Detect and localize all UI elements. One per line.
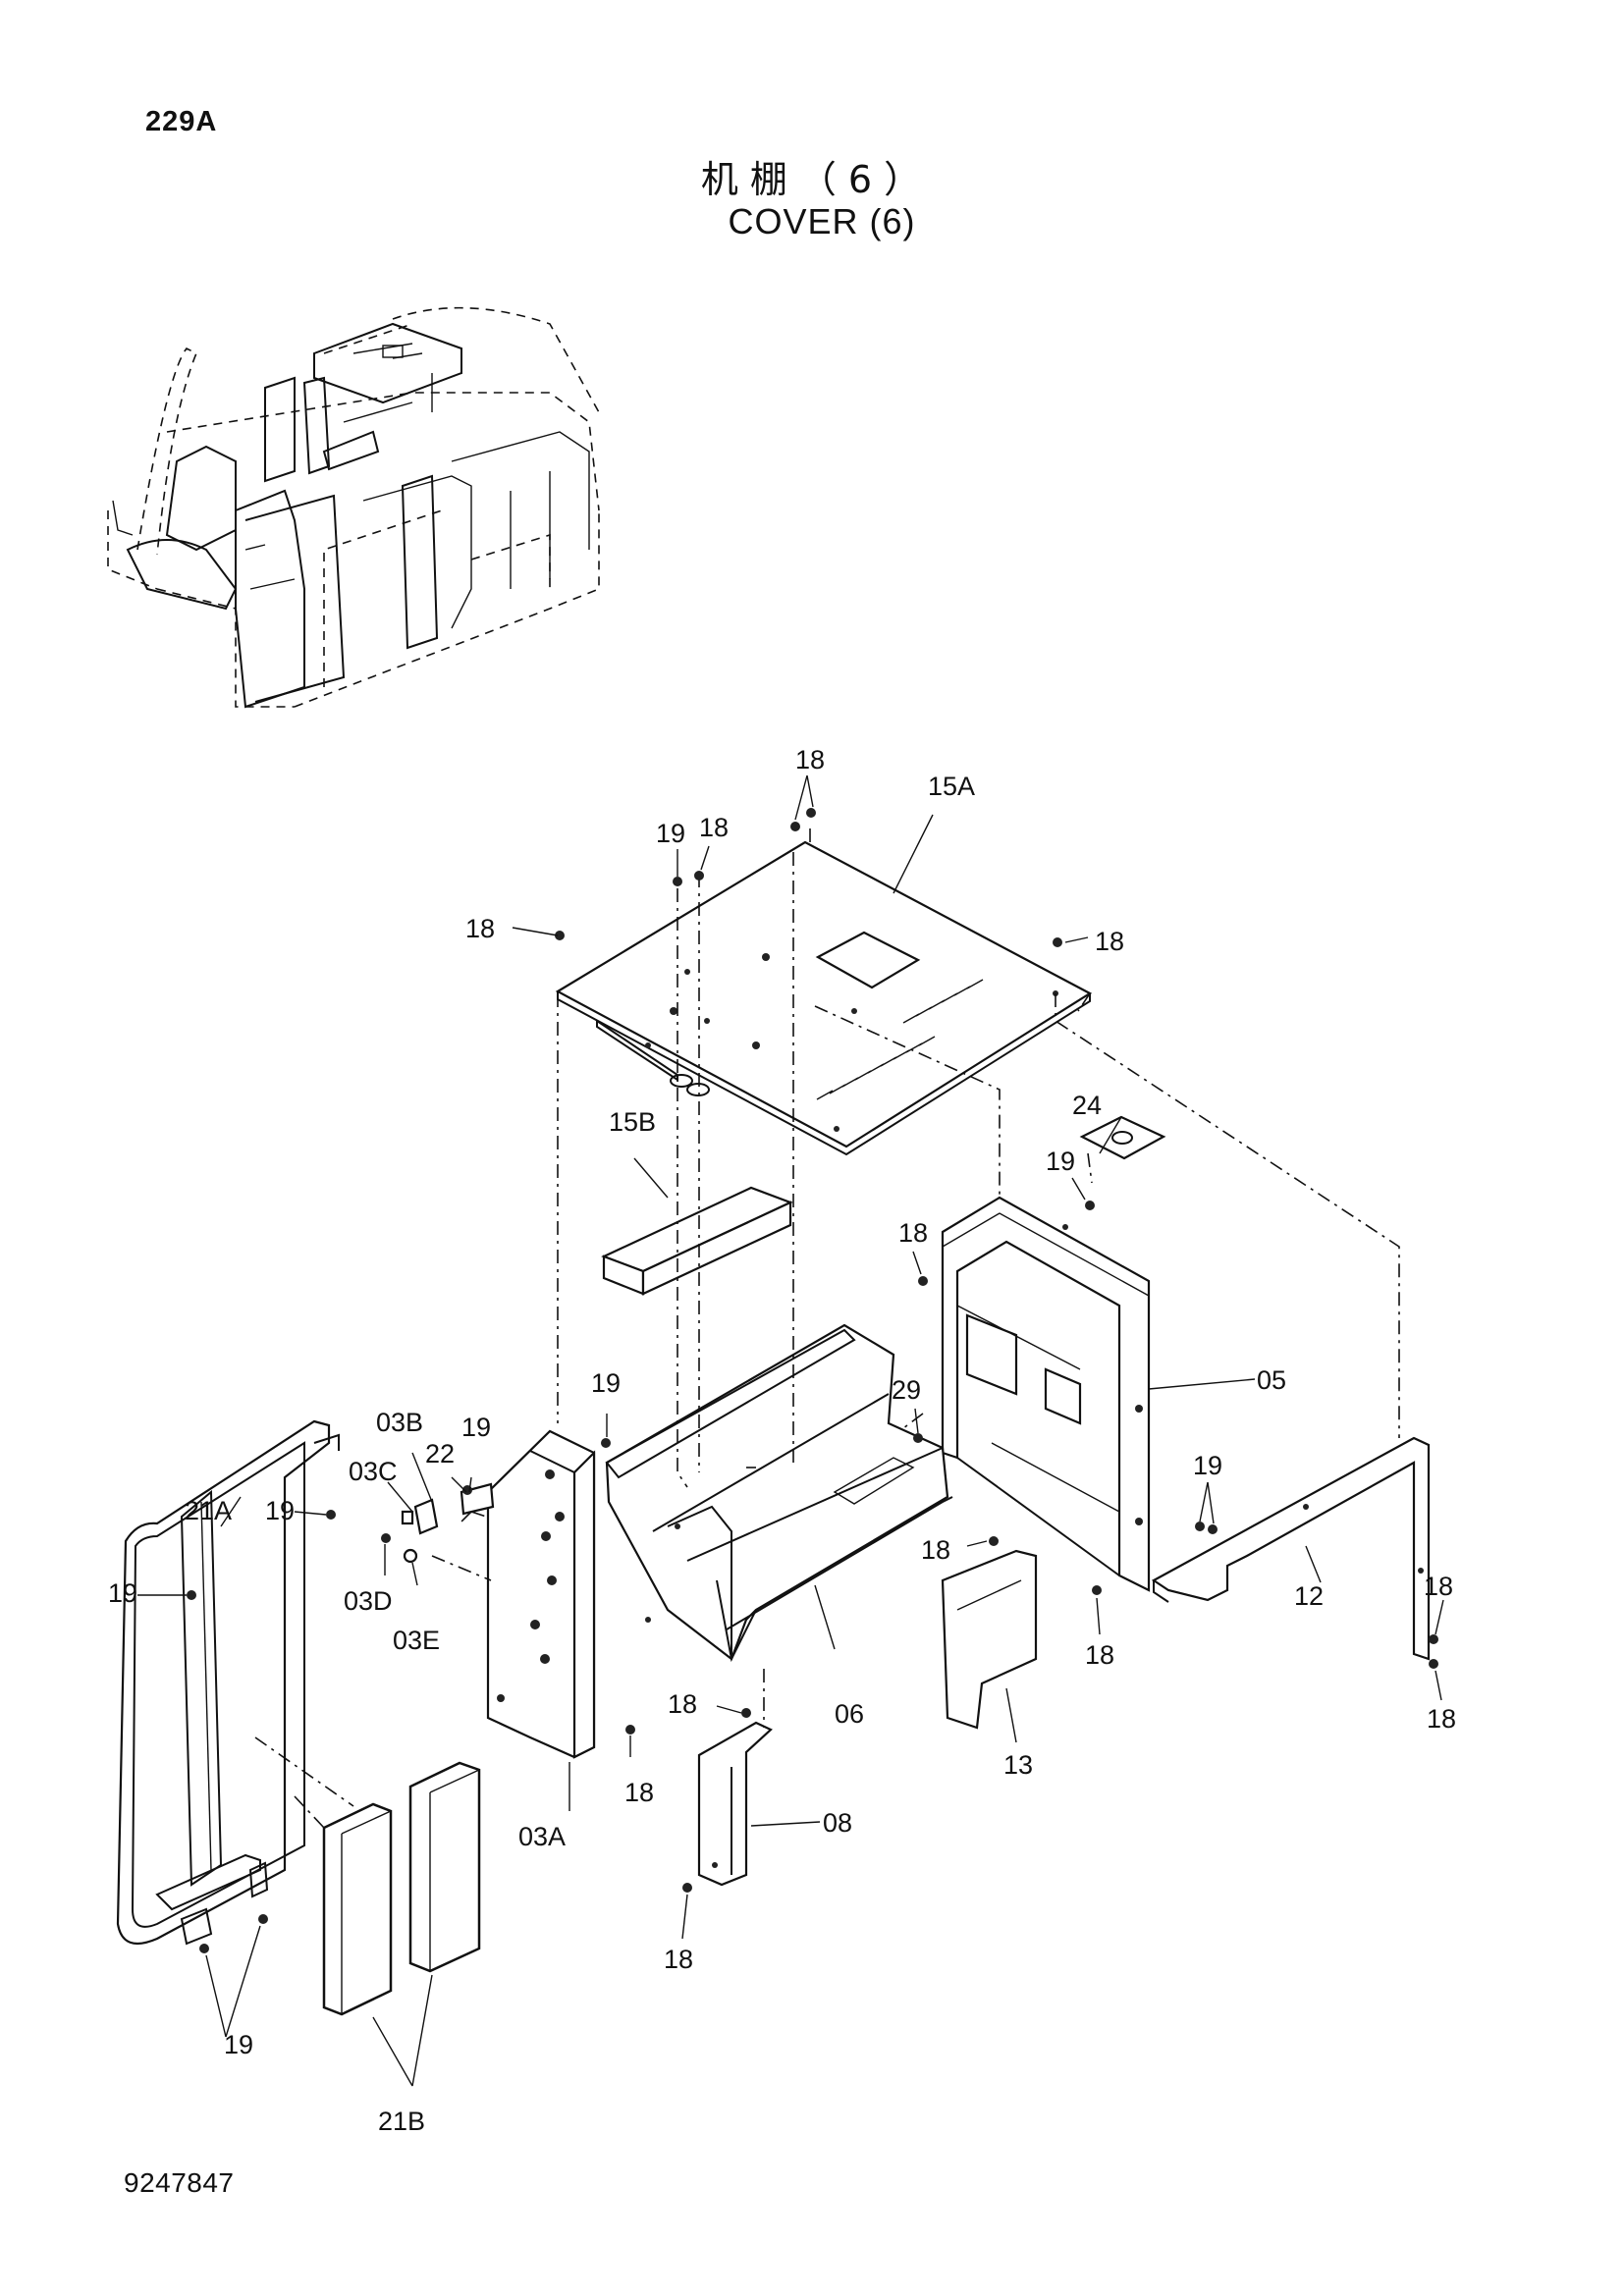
part-15B-seal-pad (601, 1186, 793, 1296)
callout-19: 19 (265, 1496, 295, 1525)
callout-15B: 15B (609, 1107, 656, 1137)
callout-06: 06 (835, 1699, 864, 1729)
callout-03C: 03C (349, 1457, 398, 1486)
part-21B-cushion-pads (322, 1761, 481, 2016)
part-12-long-bracket (1151, 1436, 1431, 1661)
callout-18: 18 (898, 1218, 928, 1248)
callout-18: 18 (1085, 1640, 1114, 1670)
callout-19: 19 (461, 1413, 491, 1442)
part-05-side-frame (941, 1196, 1151, 1592)
callout-19: 19 (1046, 1147, 1075, 1176)
callout-18: 18 (624, 1778, 654, 1807)
page-code: 229A (145, 106, 218, 137)
callout-03E: 03E (393, 1626, 440, 1655)
callout-22: 22 (425, 1439, 455, 1468)
callout-24: 24 (1072, 1091, 1102, 1120)
callout-03D: 03D (344, 1586, 393, 1616)
callout-05: 05 (1257, 1365, 1286, 1395)
callout-03B: 03B (376, 1408, 423, 1437)
part-24-small-plate (1079, 1115, 1166, 1160)
part-03A-front-panel (486, 1429, 596, 1759)
callout-18: 18 (1427, 1704, 1456, 1734)
callout-18: 18 (795, 745, 825, 774)
callout-18: 18 (921, 1535, 950, 1565)
bolt-markers (187, 808, 1438, 1953)
callout-19: 19 (656, 819, 685, 848)
callout-19: 19 (1193, 1451, 1222, 1480)
part-21A-door-frame (116, 1419, 340, 1946)
callout-18: 18 (668, 1689, 697, 1719)
callout-21B: 21B (378, 2107, 425, 2136)
callout-18: 18 (465, 914, 495, 943)
callout-08: 08 (823, 1808, 852, 1838)
title-chinese: 机棚（6） (700, 158, 934, 201)
part-13-panel (941, 1549, 1038, 1730)
part-08-bracket (697, 1721, 773, 1887)
machine-overview-illustration (107, 306, 600, 709)
callout-13: 13 (1003, 1750, 1033, 1780)
document-number: 9247847 (124, 2167, 235, 2198)
title-english: COVER (6) (728, 201, 916, 241)
callout-18: 18 (699, 813, 729, 842)
callout-18: 18 (1095, 927, 1124, 956)
callout-18: 18 (1424, 1572, 1453, 1601)
callout-labels: 18 15A 19 18 18 18 24 15B 19 18 05 29 19… (108, 745, 1456, 2136)
callout-03A: 03A (518, 1822, 566, 1851)
callout-29: 29 (892, 1375, 921, 1405)
callout-19: 19 (108, 1578, 137, 1608)
small-hardware-03B-03E-22 (381, 1482, 495, 1564)
part-06-center-cover (605, 1323, 953, 1663)
callout-19: 19 (224, 2030, 253, 2059)
callout-18: 18 (664, 1945, 693, 1974)
assembly-center-lines (254, 827, 1400, 1829)
callout-12: 12 (1294, 1581, 1324, 1611)
callout-19: 19 (591, 1368, 621, 1398)
callout-15A: 15A (928, 772, 975, 801)
callout-21A: 21A (185, 1496, 232, 1525)
leader-lines (137, 774, 1444, 2087)
